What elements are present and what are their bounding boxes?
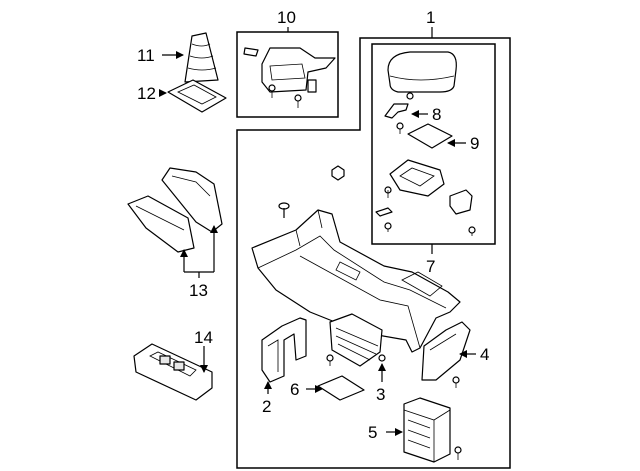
pad-part-6	[306, 375, 365, 401]
shift-boot-part	[162, 32, 219, 83]
callout-3: 3	[376, 385, 385, 404]
screw-part	[278, 202, 290, 218]
bracket-part-2	[261, 317, 307, 394]
callout-7: 7	[426, 257, 435, 276]
shift-bezel-part	[159, 79, 227, 113]
callout-6: 6	[290, 380, 299, 399]
switch-panel-part-14	[133, 343, 213, 401]
assembly-1-outline	[236, 37, 511, 469]
callout-5: 5	[368, 423, 377, 442]
callout-10: 10	[277, 8, 296, 27]
console-body-part	[251, 209, 461, 353]
latch-part	[449, 189, 476, 236]
nut-part	[331, 165, 345, 181]
hinge-part-8	[384, 92, 428, 134]
bracket-part-10	[243, 47, 336, 108]
callout-2: 2	[262, 397, 271, 416]
assembly-7-outline	[371, 43, 496, 245]
storage-bin-part	[375, 159, 445, 232]
pad-part-9	[407, 123, 466, 149]
storage-box-part-5	[386, 397, 462, 463]
callout-1: 1	[426, 8, 435, 27]
callout-13: 13	[189, 281, 208, 300]
side-panel-part-13	[127, 167, 223, 278]
panel-part-3	[326, 313, 386, 382]
callout-4: 4	[480, 345, 489, 364]
callout-12: 12	[137, 84, 156, 103]
callout-8: 8	[432, 105, 441, 124]
armrest-lid-part	[387, 51, 457, 93]
side-trim-part-4	[421, 321, 476, 388]
callout-9: 9	[470, 134, 479, 153]
callout-11: 11	[137, 46, 155, 65]
callout-14: 14	[194, 328, 213, 347]
